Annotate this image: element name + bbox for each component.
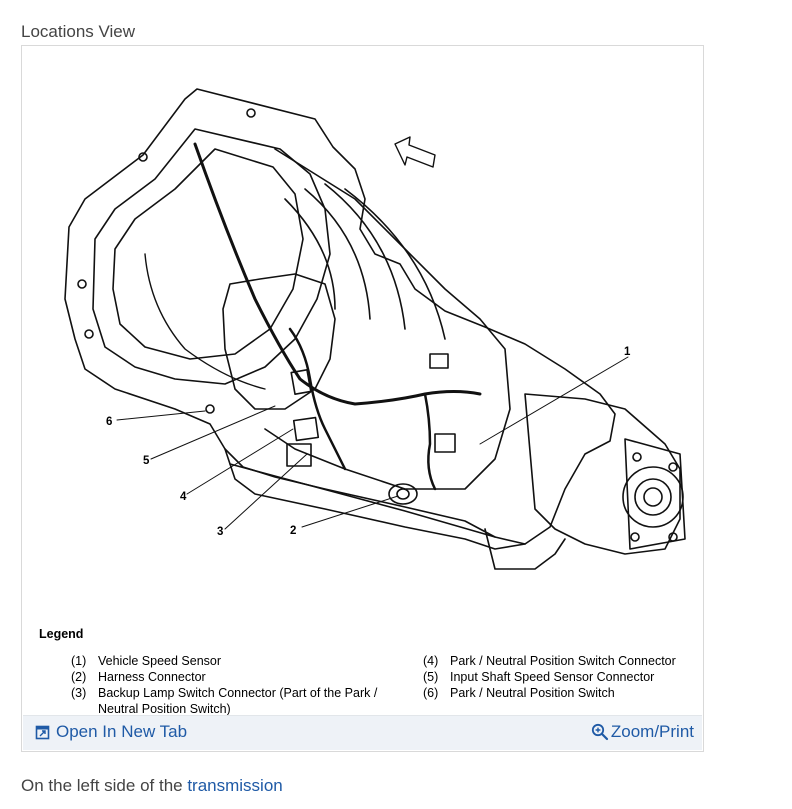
legend-item-number: (5) xyxy=(423,670,439,684)
legend-column-right: (4) Park / Neutral Position Switch Conne… xyxy=(423,653,713,701)
legend-item-number: (4) xyxy=(423,654,439,668)
callout-3: 3 xyxy=(217,526,223,538)
callout-1: 1 xyxy=(624,346,631,358)
legend-item-text: Park / Neutral Position Switch xyxy=(450,686,615,700)
open-in-new-tab-button[interactable]: Open In New Tab xyxy=(35,722,187,742)
zoom-magnifier-icon xyxy=(591,723,609,741)
legend-item-number: (1) xyxy=(71,654,87,668)
figure-action-bar: Open In New Tab Zoom/Print xyxy=(23,715,702,750)
legend-item-number: (2) xyxy=(71,670,87,684)
legend-item: (3) Backup Lamp Switch Connector (Part o… xyxy=(71,685,381,717)
legend-item-text: Input Shaft Speed Sensor Connector xyxy=(450,670,655,684)
legend: Legend (1) Vehicle Speed Sensor (2) Harn… xyxy=(39,627,699,716)
legend-title: Legend xyxy=(39,627,84,641)
caption: On the left side of the transmission xyxy=(21,776,283,796)
section-title: Locations View xyxy=(21,22,136,41)
open-in-new-tab-icon xyxy=(35,725,50,740)
legend-item: (1) Vehicle Speed Sensor xyxy=(71,653,381,669)
legend-item-text: Backup Lamp Switch Connector (Part of th… xyxy=(98,686,378,716)
legend-item-text: Vehicle Speed Sensor xyxy=(98,654,222,668)
legend-item-text: Harness Connector xyxy=(98,670,206,684)
callout-4: 4 xyxy=(180,491,187,503)
callout-5: 5 xyxy=(143,455,150,467)
zoom-print-button[interactable]: Zoom/Print xyxy=(591,722,694,742)
figure-content: 1 2 3 4 5 6 Legend (1) Vehicle Speed Sen… xyxy=(25,49,700,716)
legend-item: (5) Input Shaft Speed Sensor Connector xyxy=(423,669,713,685)
open-in-new-tab-label: Open In New Tab xyxy=(56,722,188,741)
caption-text: On the left side of the xyxy=(21,776,188,795)
legend-item: (2) Harness Connector xyxy=(71,669,381,685)
zoom-print-label: Zoom/Print xyxy=(610,722,694,741)
legend-item-number: (6) xyxy=(423,686,439,700)
locations-figure: 1 2 3 4 5 6 Legend (1) Vehicle Speed Sen… xyxy=(21,45,704,752)
legend-item: (4) Park / Neutral Position Switch Conne… xyxy=(423,653,713,669)
legend-column-left: (1) Vehicle Speed Sensor (2) Harness Con… xyxy=(71,653,381,717)
transmission-diagram: 1 2 3 4 5 6 xyxy=(64,88,686,570)
legend-item-text: Park / Neutral Position Switch Connector xyxy=(450,654,676,668)
legend-item-number: (3) xyxy=(71,686,87,700)
callout-2: 2 xyxy=(290,525,296,537)
transmission-link[interactable]: transmission xyxy=(187,776,283,795)
callout-6: 6 xyxy=(106,416,112,428)
legend-item: (6) Park / Neutral Position Switch xyxy=(423,685,713,701)
